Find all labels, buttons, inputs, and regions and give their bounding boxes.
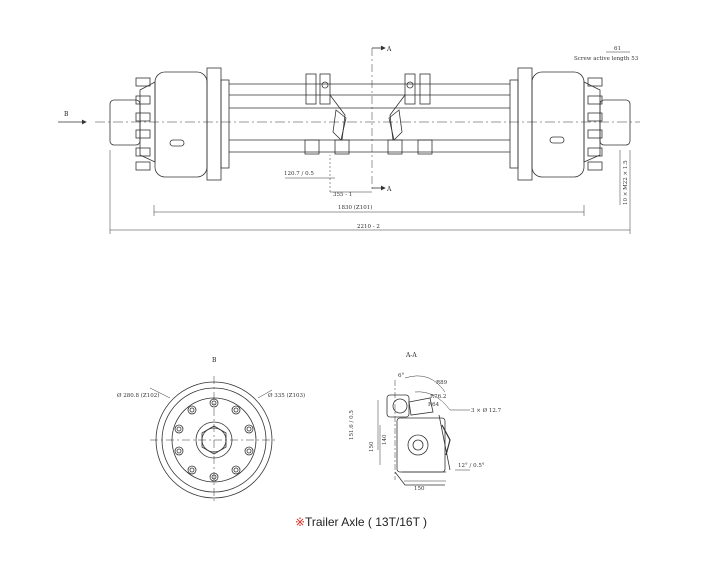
left-wheel-studs <box>135 77 151 171</box>
view-aa-title: A-A <box>405 352 417 359</box>
dim-61: 61 <box>614 46 621 52</box>
view-b-wheel-face <box>149 376 278 504</box>
dim-2210: 2210 - 2 <box>357 224 380 230</box>
view-aa-dim-150v: 150 <box>369 441 375 452</box>
view-aa-dim-150h: 150 <box>414 486 425 492</box>
right-brake-assembly <box>387 73 433 155</box>
right-hub <box>509 67 631 181</box>
axle-beam <box>229 83 510 153</box>
dim-355: 355 - 1 <box>333 192 352 198</box>
view-aa-dim-140: 140 <box>382 434 388 445</box>
left-brake-assembly <box>304 73 350 155</box>
section-a-top-label: A <box>386 46 392 53</box>
section-a-bottom-label: A <box>386 186 392 193</box>
view-aa-3x-holes: 3 × Ø 12.7 <box>471 407 502 414</box>
view-aa-r89: R89 <box>436 380 448 386</box>
view-b-dim-left: Ø 280.8 (Z102) <box>117 392 159 399</box>
view-b-bolt-circle <box>174 398 254 482</box>
view-aa-r76: R76.2 <box>430 394 446 400</box>
view-aa-dim-12: 12° / 0.5° <box>458 463 485 469</box>
caption-text: Trailer Axle ( 13T/16T ) <box>305 515 428 529</box>
dim-1830: 1830 (Z101) <box>338 204 372 211</box>
caption-mark: ※ <box>294 515 305 529</box>
note-screw-length: Screw active length 53 <box>574 56 639 62</box>
view-b-arrow-label: B <box>64 111 69 118</box>
left-hub <box>109 67 230 181</box>
right-wheel-studs <box>587 77 603 171</box>
dim-m22-studs: 10 × M22 × 1.5 <box>623 160 629 205</box>
drawing-caption: ※Trailer Axle ( 13T/16T ) <box>0 515 722 529</box>
view-b-dim-right: Ø 335 (Z103) <box>268 392 305 399</box>
dim-120-7: 120.7 / 0.5 <box>284 171 314 177</box>
view-aa-dim-151: 151.6 / 0.5 <box>349 410 355 440</box>
axle-top-view <box>95 45 640 191</box>
view-aa-angle-6: 6° <box>398 373 404 379</box>
view-aa-section <box>386 380 451 486</box>
view-aa-r64: R64 <box>428 402 440 408</box>
view-b-title: B <box>212 357 217 364</box>
